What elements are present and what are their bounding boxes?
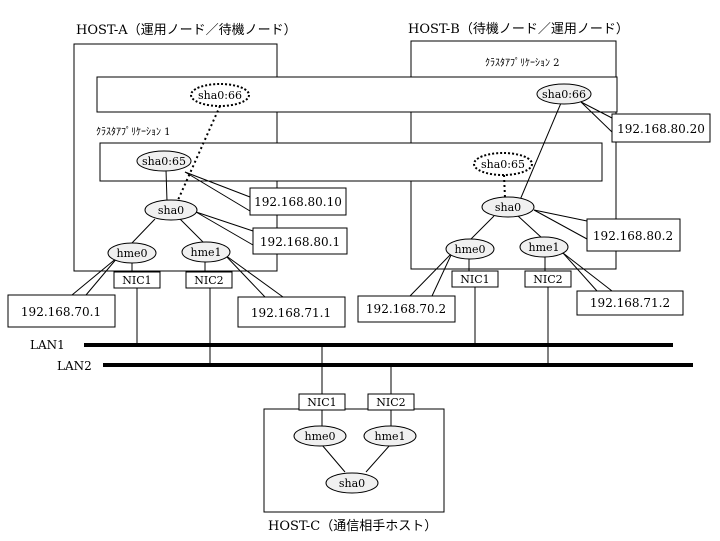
svg-text:sha0: sha0 xyxy=(158,204,184,217)
b-sha065-sha0-standby-link xyxy=(503,174,506,199)
a-hme1-node: hme1 xyxy=(181,241,231,263)
a-sha0-node: sha0 xyxy=(144,199,198,221)
a-hme0-node: hme0 xyxy=(107,242,157,264)
c-hme1-sha0-link xyxy=(365,444,391,473)
a-sha0-65-node: sha0:65 xyxy=(136,150,192,172)
host-c-title: HOST-C（通信相手ホスト） xyxy=(268,519,437,534)
b-sha0-66-node: sha0:66 xyxy=(536,83,592,105)
b-nic1-box: NIC1 xyxy=(451,270,499,288)
c-hme0-sha0-link xyxy=(321,444,346,473)
c-hme1-node: hme1 xyxy=(363,425,417,447)
svg-text:hme1: hme1 xyxy=(374,430,405,443)
svg-text:192.168.71.2: 192.168.71.2 xyxy=(590,296,670,310)
svg-text:hme1: hme1 xyxy=(528,241,559,254)
cluster-app-1-title: ｸﾗｽﾀｱﾌﾟﾘｹｰｼｮﾝ 1 xyxy=(96,126,171,138)
svg-text:hme0: hme0 xyxy=(116,247,147,260)
svg-text:NIC2: NIC2 xyxy=(376,396,405,409)
host-b-title: HOST-B（待機ノード／運用ノード） xyxy=(408,22,629,37)
cluster-app-2-title: ｸﾗｽﾀｱﾌﾟﾘｹｰｼｮﾝ 2 xyxy=(485,57,560,69)
ip-box-a-sha0: 192.168.80.1 xyxy=(252,227,348,255)
b-hme0-node: hme0 xyxy=(445,238,495,260)
svg-text:NIC2: NIC2 xyxy=(194,274,223,287)
ip-box-a-hme1: 192.168.71.1 xyxy=(237,296,346,328)
c-nic1-box: NIC1 xyxy=(298,393,346,411)
a-nic1-box: NIC1 xyxy=(113,271,161,289)
a-nic2-box: NIC2 xyxy=(185,271,233,289)
host-c-box xyxy=(263,408,445,513)
svg-text:192.168.71.1: 192.168.71.1 xyxy=(251,306,331,320)
ip-box-a-hme0: 192.168.70.1 xyxy=(7,294,116,328)
b-nic2-box: NIC2 xyxy=(524,270,572,288)
svg-text:192.168.80.1: 192.168.80.1 xyxy=(260,235,340,249)
b-sha0-hme1-link xyxy=(517,215,543,239)
b-hme1-node: hme1 xyxy=(519,236,569,258)
a-sha0-hme0-link xyxy=(130,218,156,245)
ip-box-b-hme0: 192.168.70.2 xyxy=(357,295,456,323)
host-a-title: HOST-A（運用ノード／待機ノード） xyxy=(76,23,297,38)
c-nic2-box: NIC2 xyxy=(367,393,415,411)
b-sha0-65-node: sha0:65 xyxy=(473,152,533,176)
ip-box-a-sha0-65: 192.168.80.10 xyxy=(249,187,347,216)
c-hme0-node: hme0 xyxy=(293,425,347,447)
svg-text:192.168.80.10: 192.168.80.10 xyxy=(254,195,342,209)
lan2-label: LAN2 xyxy=(57,359,92,373)
svg-text:192.168.80.20: 192.168.80.20 xyxy=(617,122,705,136)
c-sha0-node: sha0 xyxy=(325,472,379,494)
svg-text:sha0:66: sha0:66 xyxy=(198,89,242,102)
a-sha0-66-node: sha0:66 xyxy=(190,83,250,107)
b-sha066-sha0-link xyxy=(519,102,562,201)
svg-text:NIC1: NIC1 xyxy=(122,274,151,287)
ip-box-b-sha0: 192.168.80.2 xyxy=(586,218,681,252)
svg-text:sha0: sha0 xyxy=(339,477,365,490)
svg-text:hme1: hme1 xyxy=(190,246,221,259)
svg-text:192.168.70.2: 192.168.70.2 xyxy=(366,302,446,316)
svg-text:NIC1: NIC1 xyxy=(307,396,336,409)
a-sha065-sha0-link xyxy=(165,169,168,202)
svg-text:sha0:65: sha0:65 xyxy=(142,155,186,168)
svg-text:hme0: hme0 xyxy=(304,430,335,443)
svg-text:NIC1: NIC1 xyxy=(460,273,489,286)
svg-text:hme0: hme0 xyxy=(454,243,485,256)
a-sha0-hme1-link xyxy=(179,218,205,244)
svg-text:sha0:65: sha0:65 xyxy=(481,158,525,171)
svg-text:sha0: sha0 xyxy=(495,201,521,214)
svg-text:NIC2: NIC2 xyxy=(533,273,562,286)
svg-text:192.168.70.1: 192.168.70.1 xyxy=(21,305,101,319)
b-sha0-node: sha0 xyxy=(481,196,535,218)
b-sha0-hme0-link xyxy=(469,215,495,241)
svg-text:sha0:66: sha0:66 xyxy=(542,88,586,101)
cluster-app-2-band xyxy=(96,76,618,113)
a-sha066-sha0-standby-link xyxy=(177,105,221,201)
svg-text:192.168.80.2: 192.168.80.2 xyxy=(593,229,673,243)
lan1-label: LAN1 xyxy=(30,338,65,352)
ip-box-b-sha0-66: 192.168.80.20 xyxy=(611,113,711,143)
ip-box-b-hme1: 192.168.71.2 xyxy=(576,290,684,316)
